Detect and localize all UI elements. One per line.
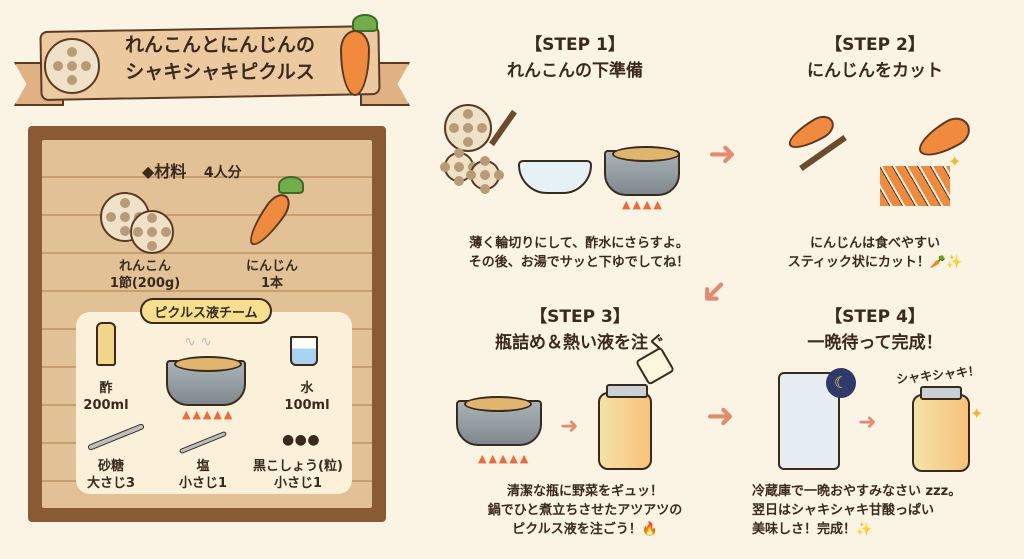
- step-4-description: 冷蔵庫で一晩おやすみなさい zzz。 翌日はシャキシャキ甘酸っぱい 美味しさ！完…: [752, 482, 1002, 539]
- ingredient-sugar: 砂糖 大さじ3: [76, 458, 146, 492]
- arrow-right-icon: ➜: [858, 410, 877, 435]
- ingredient-name: にんじん: [245, 259, 298, 274]
- ingredient-amount: 100ml: [284, 398, 330, 413]
- pickle-team-label: ピクルス液チーム: [140, 298, 272, 324]
- ingredient-amount: 200ml: [83, 398, 129, 413]
- title-line-2: シャキシャキピクルス: [125, 61, 315, 83]
- ingredient-amount: 大さじ3: [86, 476, 136, 491]
- step-2-header: 【STEP 2】 にんじんをカット: [760, 32, 990, 84]
- ingredient-amount: 小さじ1: [178, 476, 228, 491]
- pickle-liquid-pot-icon: [456, 396, 542, 446]
- ingredient-name: 水: [300, 381, 314, 396]
- finished-pickle-jar-icon: [912, 386, 970, 472]
- arrow-right-icon: ➜: [560, 414, 579, 439]
- ingredient-salt: 塩 小さじ1: [168, 458, 238, 492]
- sparkle-icon: ✦: [948, 152, 962, 171]
- moon-night-icon: ☾: [826, 368, 856, 398]
- ingredient-amount: 小さじ1: [273, 476, 323, 491]
- ingredient-carrot: にんじん 1本: [222, 258, 322, 292]
- ingredient-name: 砂糖: [97, 459, 124, 474]
- step-desc-line: ピクルス液を注ごう！🔥: [512, 522, 658, 537]
- carrot-sticks-icon: [880, 166, 950, 206]
- step-label: 【STEP 4】: [825, 307, 925, 327]
- lotus-root-mascot-icon: [44, 38, 100, 94]
- step-title: にんじんをカット: [807, 61, 943, 81]
- arrow-right-icon: ➜: [708, 134, 737, 174]
- ingredient-name: れんこん: [118, 259, 171, 274]
- step-label: 【STEP 1】: [525, 35, 625, 55]
- step-desc-line: 冷蔵庫で一晩おやすみなさい zzz。: [752, 484, 962, 499]
- title-line-1: れんこんとにんじんの: [124, 34, 315, 56]
- lotus-slice-icon: [470, 160, 500, 190]
- ingredient-water: 水 100ml: [272, 380, 342, 414]
- vinegar-water-bowl-icon: [518, 160, 592, 194]
- steam-icon: ∿ ∿: [184, 334, 212, 350]
- step-1-header: 【STEP 1】 れんこんの下準備: [460, 32, 690, 84]
- step-desc-line: スティック状にカット！🥕✨: [787, 255, 963, 270]
- lotus-root-icon: [444, 104, 492, 152]
- step-2-description: にんじんは食べやすい スティック状にカット！🥕✨: [740, 234, 1010, 272]
- step-3-description: 清潔な瓶に野菜をギュッ！ 鍋でひと煮立ちさせたアツアツの ピクルス液を注ごう！🔥: [440, 482, 730, 539]
- step-desc-line: 翌日はシャキシャキ甘酸っぱい: [752, 503, 935, 518]
- ingredient-amount: 1節(200g): [109, 276, 181, 291]
- vegetable-jar-icon: [598, 384, 652, 470]
- page-title: れんこんとにんじんの シャキシャキピクルス: [100, 32, 340, 86]
- step-title: 一晩待って完成！: [807, 333, 943, 353]
- ingredient-vinegar: 酢 200ml: [76, 380, 136, 414]
- step-4-header: 【STEP 4】 一晩待って完成！: [760, 304, 990, 356]
- sparkle-icon: ✦: [970, 404, 984, 423]
- ingredient-lotus-root: れんこん 1節(200g): [90, 258, 200, 292]
- carrot-leaves-icon: [278, 176, 304, 194]
- crunchy-exclaim: シャキシャキ！: [895, 363, 981, 387]
- black-pepper-icon: ● ● ●: [282, 432, 320, 448]
- ingredient-name: 黒こしょう(粒): [253, 459, 343, 474]
- step-1-description: 薄く輪切りにして、酢水にさらすよ。 その後、お湯でサッと下ゆでしてね！: [436, 234, 722, 272]
- step-label: 【STEP 3】: [530, 307, 630, 327]
- water-cup-icon: [290, 336, 318, 366]
- ingredient-name: 塩: [196, 459, 210, 474]
- step-desc-line: その後、お湯でサッと下ゆでしてね！: [468, 255, 690, 270]
- ingredient-amount: 1本: [260, 276, 284, 291]
- step-title: 瓶詰め＆熱い液を注ぐ: [495, 333, 665, 353]
- pot-icon: [166, 356, 246, 406]
- arrow-right-icon: ➜: [706, 396, 735, 436]
- step-title: れんこんの下準備: [507, 61, 643, 81]
- vinegar-bottle-icon: [96, 322, 116, 366]
- lotus-slice-icon: [130, 210, 174, 254]
- ingredient-black-pepper: 黒こしょう(粒) 小さじ1: [240, 458, 356, 492]
- ingredients-heading: ◆材料 4人分: [142, 158, 242, 182]
- step-desc-line: 美味しさ！完成！✨: [752, 522, 873, 537]
- flame-icon: ▲▲▲▲▲: [182, 408, 235, 421]
- step-desc-line: 鍋でひと煮立ちさせたアツアツの: [487, 503, 683, 518]
- flame-icon: ▲▲▲▲: [622, 198, 664, 211]
- step-desc-line: にんじんは食べやすい: [809, 236, 940, 251]
- flame-icon: ▲▲▲▲▲: [478, 452, 531, 465]
- step-3-header: 【STEP 3】 瓶詰め＆熱い液を注ぐ: [460, 304, 700, 356]
- carrot-icon: [912, 111, 976, 165]
- ingredients-title: ◆材料: [142, 162, 187, 181]
- step-label: 【STEP 2】: [825, 35, 925, 55]
- carrot-leaves-icon: [352, 14, 378, 32]
- ingredient-name: 酢: [99, 381, 113, 396]
- servings: 4人分: [203, 165, 242, 181]
- knife-icon: [489, 109, 517, 147]
- step-desc-line: 薄く輪切りにして、酢水にさらすよ。: [469, 236, 689, 251]
- boiling-pot-icon: [604, 146, 680, 196]
- step-desc-line: 清潔な瓶に野菜をギュッ！: [506, 484, 663, 499]
